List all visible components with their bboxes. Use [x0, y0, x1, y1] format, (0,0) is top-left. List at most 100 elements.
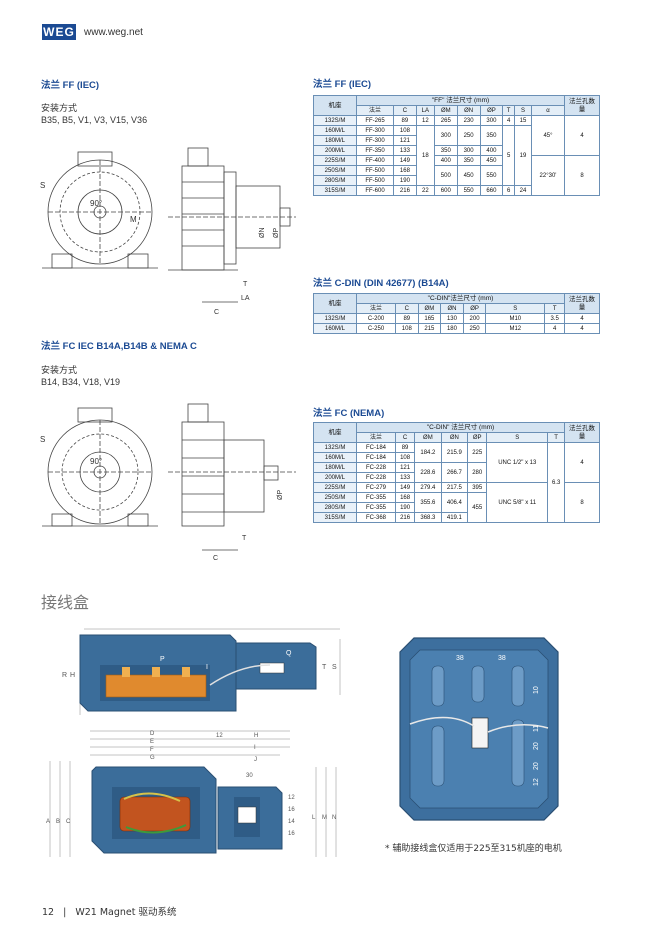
th-col: ØM [433, 105, 458, 116]
th-col: T [547, 432, 565, 443]
th-col: ØM [417, 303, 442, 314]
cell-p: 300 [479, 115, 504, 126]
fc-motor-drawing: S 90° ØP T C [40, 403, 296, 562]
dim-a: A [46, 819, 50, 825]
website-url[interactable]: www.weg.net [84, 27, 143, 38]
th-col: T [502, 105, 515, 116]
dim-h-bottom: H [254, 733, 258, 739]
table-row: 132S/M FC-184 89 184.2 215.9 225 UNC 1/2… [313, 442, 600, 523]
cell: 200 [462, 313, 487, 324]
table-row: 225S/M FC-279 149 279.4 217.5 395 UNC 5/… [313, 482, 600, 523]
cell-n: 300 [456, 145, 481, 156]
cell-m: 350 [433, 145, 458, 156]
page-footer: 12 | W21 Magnet 驱动系统 [42, 904, 177, 918]
th-holes: 法兰孔数量 [564, 293, 600, 314]
cell: 130 [440, 313, 464, 324]
cell-n: 230 [456, 115, 481, 126]
ff-iec-title: 法兰 FF (IEC) [41, 80, 100, 91]
th-group: "C-DIN" 法兰尺寸 (mm) [356, 422, 565, 433]
fc-mount-label: 安装方式 [41, 365, 78, 375]
table-row: 200M/L FC-228 133 [313, 472, 600, 483]
th-col: C [395, 303, 419, 314]
cell-frame: 225S/M [313, 155, 357, 166]
cell-frame: 280S/M [313, 502, 357, 513]
cell-alpha: 22°30' [531, 155, 565, 196]
cell-p: 455 [467, 492, 488, 523]
th-col: C [393, 105, 417, 116]
cell-m: 265 [433, 115, 458, 126]
cell-c: 216 [394, 512, 416, 523]
fc-dim-p-label: ØP [277, 490, 284, 500]
cell-c: 89 [393, 115, 417, 126]
cell-n: 215.9 [440, 442, 469, 463]
table-row: 180M/L FC-228 121 228.6 266.7 280 [313, 462, 600, 483]
cell-frame: 160M/L [313, 323, 357, 334]
cell-n: 406.4 [440, 492, 469, 513]
cell-flange: FC-228 [356, 472, 396, 483]
cell-c: 149 [394, 482, 416, 493]
cell-flange: FF-600 [356, 185, 394, 196]
cell-m: 228.6 [414, 462, 442, 483]
th-col: ØP [479, 105, 504, 116]
cell-holes: 4 [564, 115, 600, 156]
table-ff-title: 法兰 FF (IEC) [313, 79, 372, 90]
cell-la: 18 [415, 125, 435, 186]
cell: C-200 [356, 313, 396, 324]
fc-dimension-table: 机座 "C-DIN" 法兰尺寸 (mm) 法兰孔数量 法兰 C ØM ØN ØP… [313, 422, 600, 523]
table-row: 315S/M FC-368 216 368.3 419.1 [313, 512, 600, 523]
cell-frame: 200M/L [313, 145, 357, 156]
table-row: 132S/M FF-265 89 12 265 230 300 4 15 45°… [313, 115, 600, 156]
fc-dim-t-label: T [242, 535, 247, 542]
th-group: "C-DIN"法兰尺寸 (mm) [356, 293, 565, 304]
th-frame: 机座 [313, 422, 357, 443]
aux-dim-10: 10 [533, 686, 540, 694]
cell-frame: 225S/M [313, 482, 357, 493]
th-holes: 法兰孔数量 [564, 422, 600, 443]
cell: M10 [485, 313, 546, 324]
cell-p: 395 [467, 482, 488, 493]
cell-s: UNC 1/2" x 13 [486, 442, 549, 483]
cell-alpha: 45° [531, 115, 565, 156]
cell-holes: 8 [564, 155, 600, 196]
cell: 108 [395, 323, 419, 334]
th-col: C [394, 432, 416, 443]
ff-dimension-table: 机座 "FF" 法兰尺寸 (mm) 法兰孔数量 法兰 C LA ØM ØN ØP… [313, 95, 600, 196]
dim-n: N [332, 815, 336, 821]
dim-12-top: 12 [216, 733, 223, 739]
dim-p: P [160, 656, 165, 663]
cell: 180 [440, 323, 464, 334]
dim-i-bottom: I [254, 745, 256, 751]
cell-c: 108 [394, 452, 416, 463]
cell-frame: 180M/L [313, 135, 357, 146]
dim-q: Q [286, 650, 292, 657]
aux-dim-38b: 38 [498, 655, 506, 662]
cell-flange: FF-500 [356, 165, 394, 176]
dim-t: T [322, 664, 327, 671]
cell: 250 [462, 323, 487, 334]
cell-flange: FF-300 [356, 125, 394, 136]
cell-p: 550 [479, 165, 504, 186]
cell-frame: 250S/M [313, 165, 357, 176]
table-fc-title: 法兰 FC (NEMA) [313, 408, 385, 419]
cell-la: 12 [415, 115, 435, 126]
cell-m: 400 [433, 155, 458, 166]
cell-frame: 200M/L [313, 472, 357, 483]
dim-s: S [332, 664, 337, 671]
cell: 4 [564, 323, 600, 334]
cell-p: 350 [479, 125, 504, 146]
cell-flange: FC-228 [356, 462, 396, 473]
cell: C-250 [356, 323, 396, 334]
dim-p-label: ØP [273, 228, 280, 238]
cell-flange: FC-355 [356, 502, 396, 513]
th-col: ØN [440, 432, 469, 443]
table-row: 280S/M FF-500 190 [313, 175, 600, 186]
cell-p: 400 [479, 145, 504, 156]
cell-flange: FF-300 [356, 135, 394, 146]
dim-30: 30 [246, 773, 253, 779]
table-row: 225S/M FF-400 149 400 350 450 22°30' 8 [313, 155, 600, 196]
aux-dim-38a: 38 [456, 655, 464, 662]
cell-c: 133 [394, 472, 416, 483]
th-col: S [485, 303, 546, 314]
fc-mount-values: B14, B34, V18, V19 [41, 377, 121, 387]
table-row: 280S/M FC-355 190 [313, 502, 600, 513]
